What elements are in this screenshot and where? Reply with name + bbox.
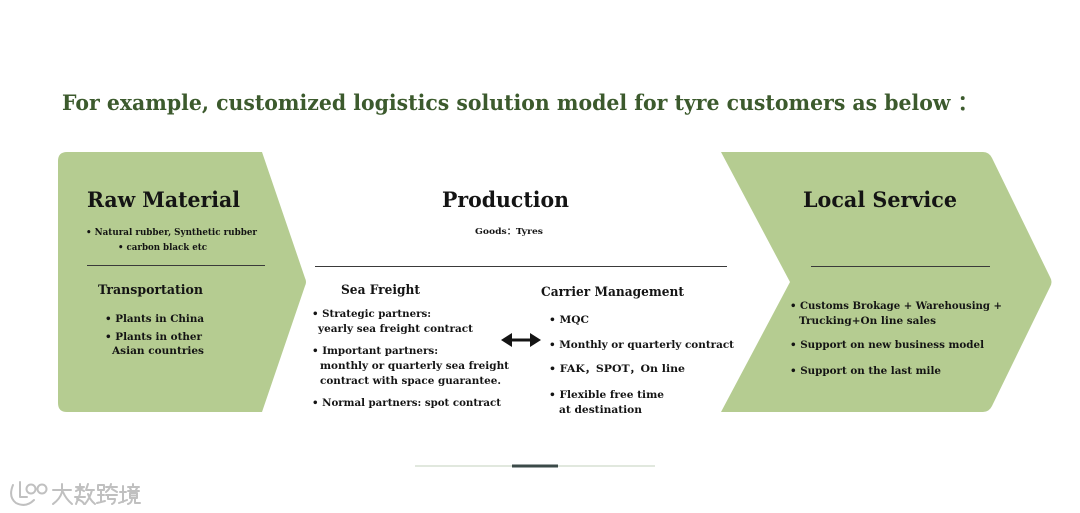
raw-material-heading: Raw Material (87, 187, 240, 212)
goods-label: Goods：Tyres (475, 227, 543, 237)
item-line: Strategic partners: (312, 308, 431, 321)
item-line: FAK，SPOT，On line (549, 363, 685, 376)
item-line: monthly or quarterly sea freight (320, 360, 509, 372)
brand-logo-circle (36, 483, 48, 495)
brand-logo-icon (10, 481, 48, 506)
raw-material-panel (58, 152, 306, 412)
item-line: yearly sea freight contract (318, 323, 474, 335)
item-line: Normal partners: spot contract (312, 397, 501, 410)
item-line: Asian countries (112, 345, 205, 357)
item-line: Customs Brokage + Warehousing + (790, 300, 1002, 313)
item-line: Plants in other (105, 331, 202, 344)
watermark-glyph (74, 483, 96, 505)
raw-material-item: Natural rubber, Synthetic rubber (86, 228, 257, 239)
brand-logo-stroke (10, 484, 35, 506)
brand-logo-stroke (19, 481, 28, 498)
sea-freight-heading: Sea Freight (341, 283, 420, 298)
watermark-logo (10, 481, 141, 506)
watermark-glyph (52, 483, 73, 505)
item-line: Monthly or quarterly contract (549, 339, 734, 352)
double-arrow-head-right (530, 333, 541, 347)
item-line: Important partners: (312, 345, 438, 358)
item-line: MQC (549, 314, 589, 327)
item-line: Trucking+On line sales (799, 315, 936, 327)
local-service-heading: Local Service (803, 187, 957, 212)
page-title: For example, customized logistics soluti… (62, 90, 979, 115)
watermark-glyph (118, 483, 141, 505)
transportation-heading: Transportation (98, 283, 203, 298)
item-line: contract with space guarantee. (320, 375, 502, 387)
production-heading: Production (442, 187, 569, 212)
item-line: Plants in China (105, 313, 204, 326)
brand-logo-circle (25, 483, 37, 495)
item-line: Support on the last mile (790, 365, 941, 378)
carrier-management-heading: Carrier Management (541, 285, 684, 300)
item-line: Flexible free time (549, 389, 664, 402)
item-line: at destination (559, 404, 643, 416)
double-arrow-icon (501, 333, 541, 347)
double-arrow-head-left (501, 333, 512, 347)
item-line: Support on new business model (790, 339, 984, 352)
watermark-glyph (96, 483, 118, 505)
raw-material-item: carbon black etc (118, 243, 207, 254)
